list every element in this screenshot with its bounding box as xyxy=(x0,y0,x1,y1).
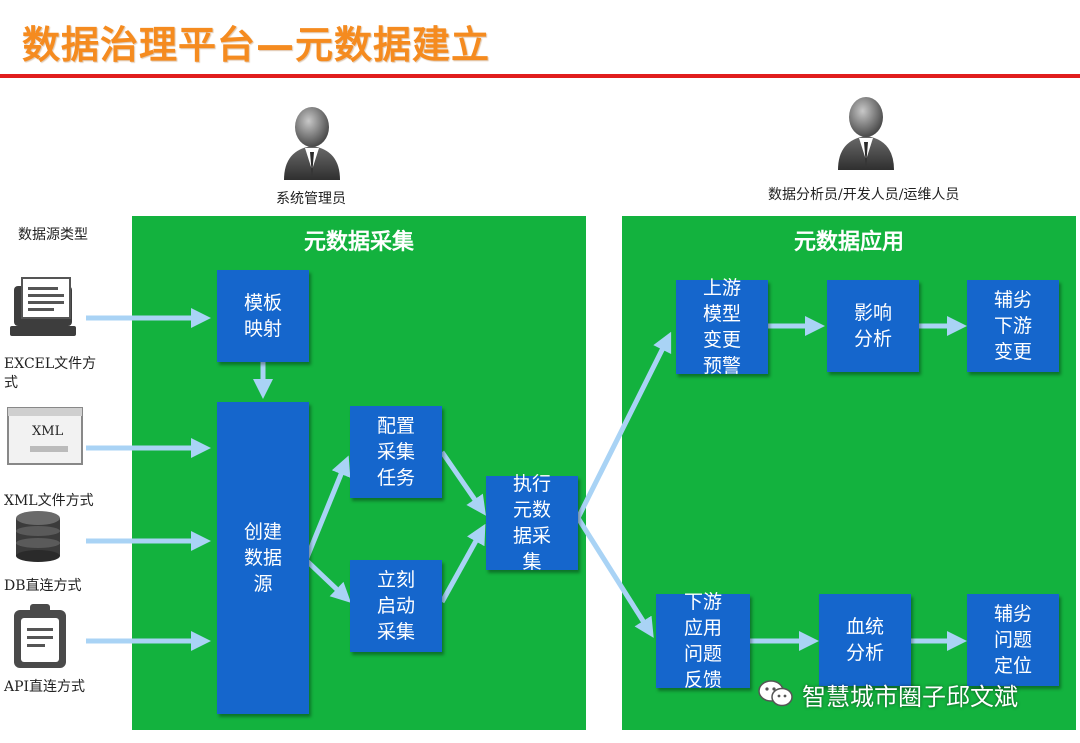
execute-collection-box: 执行 元数 据采 集 xyxy=(486,473,578,573)
excel-document-icon xyxy=(10,277,76,336)
template-mapping-label: 模板 映射 xyxy=(243,292,282,340)
config-task-box: 配置 采集 任务 xyxy=(350,406,442,498)
database-icon xyxy=(16,511,60,562)
impact-analysis-box: 影响 分析 xyxy=(827,280,919,372)
lineage-analysis-label: 血统 分析 xyxy=(845,616,884,664)
assist-locate-box: 辅劣 问题 定位 xyxy=(967,594,1059,686)
api-source-label: API直连方式 xyxy=(4,679,86,695)
admin-person-icon xyxy=(284,107,340,180)
downstream-feedback-box: 下游 应用 问题 反馈 xyxy=(656,591,750,691)
apply-panel-title: 元数据应用 xyxy=(793,230,904,255)
xml-icon-text: XML xyxy=(32,424,64,439)
downstream-feedback-label: 下游 应用 问题 反馈 xyxy=(683,591,722,691)
start-collection-box: 立刻 启动 采集 xyxy=(350,560,442,652)
collect-panel-title: 元数据采集 xyxy=(303,230,414,255)
lineage-analysis-box: 血统 分析 xyxy=(819,594,911,686)
users-person-icon xyxy=(838,97,894,170)
source-types-heading: 数据源类型 xyxy=(18,227,88,243)
upstream-warning-label: 上游 模型 变更 预警 xyxy=(702,277,741,377)
db-source-label: DB直连方式 xyxy=(4,578,82,594)
config-task-label: 配置 采集 任务 xyxy=(376,415,415,489)
admin-role-label: 系统管理员 xyxy=(276,191,346,207)
title-divider xyxy=(0,74,1080,78)
wechat-icon xyxy=(758,680,793,707)
page-title: 数据治理平台—元数据建立 xyxy=(22,23,491,67)
upstream-warning-box: 上游 模型 变更 预警 xyxy=(676,277,768,377)
excel-source-label: EXCEL文件方 式 xyxy=(4,356,97,391)
execute-collection-label: 执行 元数 据采 集 xyxy=(512,473,551,573)
create-datasource-box: 创建 数据 源 xyxy=(217,402,309,714)
impact-analysis-label: 影响 分析 xyxy=(853,302,892,350)
xml-source-label: XML文件方式 xyxy=(4,493,94,509)
watermark-text: 智慧城市圈子邱文斌 xyxy=(802,682,1018,711)
assist-downstream-box: 辅劣 下游 变更 xyxy=(967,280,1059,372)
start-collection-label: 立刻 启动 采集 xyxy=(376,569,415,643)
assist-downstream-label: 辅劣 下游 变更 xyxy=(993,289,1032,363)
template-mapping-box: 模板 映射 xyxy=(217,270,309,362)
create-datasource-label: 创建 数据 源 xyxy=(243,521,282,595)
api-clipboard-icon xyxy=(14,604,66,668)
watermark: 智慧城市圈子邱文斌 xyxy=(758,674,1018,714)
assist-locate-label: 辅劣 问题 定位 xyxy=(993,603,1032,677)
users-role-label: 数据分析员/开发人员/运维人员 xyxy=(768,187,960,203)
